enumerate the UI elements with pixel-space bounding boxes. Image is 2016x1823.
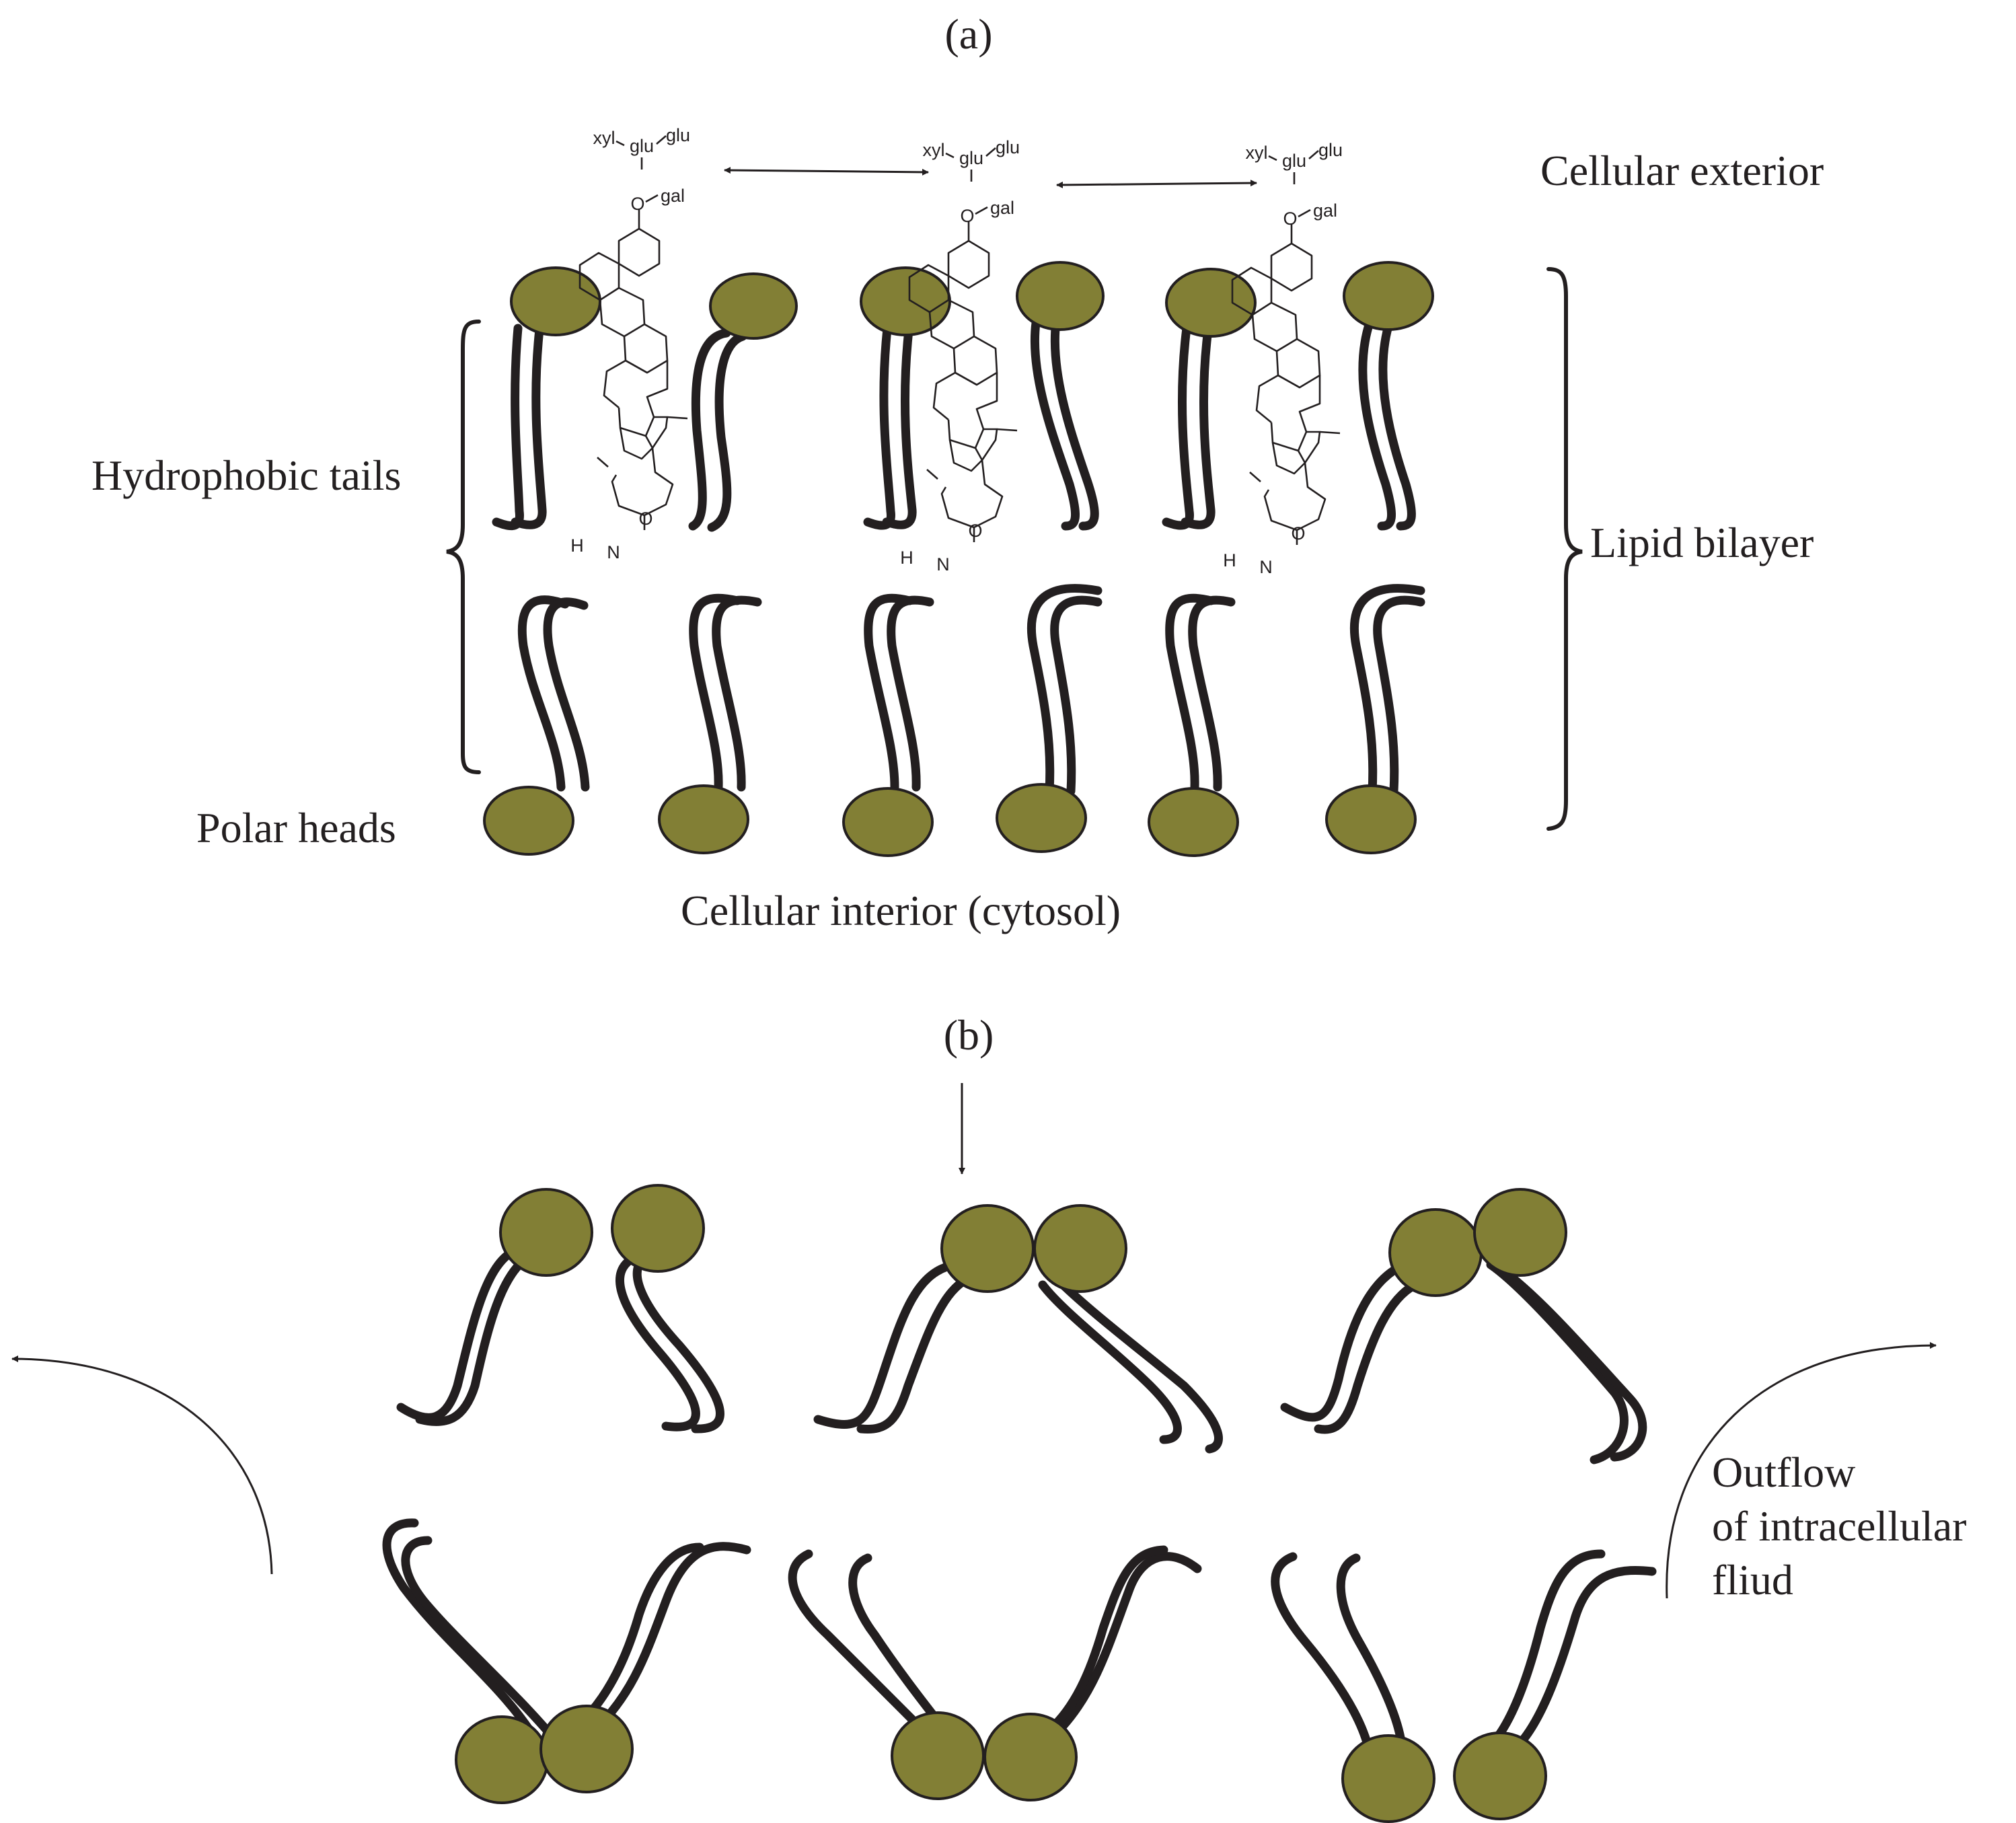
svg-text:xyl: xyl [1246, 143, 1268, 163]
svg-text:O: O [630, 194, 644, 214]
lower-leaflet [483, 584, 1425, 857]
svg-text:xyl: xyl [923, 140, 945, 160]
svg-text:O: O [960, 206, 974, 226]
svg-text:H: H [900, 548, 913, 568]
label-outflow-line3: fliud [1712, 1556, 1793, 1604]
label-lipid-bilayer: Lipid bilayer [1590, 519, 1814, 566]
svg-text:glu: glu [996, 137, 1020, 157]
arrow-outflow-right [1666, 1342, 1937, 1599]
label-hydrophobic-tails: Hydrophobic tails [91, 451, 401, 499]
label-outflow-line1: Outflow [1712, 1448, 1855, 1496]
panel-b: (b) Outflow of intracellular fliud [11, 1011, 1966, 1823]
tails-brace [446, 320, 481, 774]
label-outflow-line2: of intracellular [1712, 1502, 1966, 1550]
arrow-saponin-2-3 [1056, 180, 1257, 188]
svg-text:O: O [968, 521, 982, 541]
saponin-2: xyl glu glu gal O O N H [900, 137, 1020, 574]
svg-text:glu: glu [1318, 140, 1343, 160]
label-cellular-exterior: Cellular exterior [1540, 147, 1824, 194]
svg-text:glu: glu [666, 125, 690, 145]
upper-leaflet [492, 261, 1434, 532]
svg-text:gal: gal [661, 186, 685, 206]
svg-text:glu: glu [630, 136, 654, 156]
saponin-1: xyl glu glu gal O O N H [570, 125, 690, 562]
panel-a: (a) Cellular exterior Cellular interior … [91, 10, 1824, 934]
svg-text:gal: gal [990, 198, 1014, 218]
svg-text:H: H [1223, 550, 1236, 570]
bilayer-brace [1546, 267, 1583, 831]
svg-text:N: N [1259, 557, 1273, 577]
label-polar-heads: Polar heads [196, 804, 396, 852]
svg-text:N: N [936, 554, 950, 574]
svg-text:O: O [1291, 523, 1305, 544]
arrow-saponin-1-2 [724, 167, 929, 176]
saponin-3: xyl glu glu gal O O N H [1223, 140, 1343, 577]
svg-text:glu: glu [1282, 151, 1306, 171]
svg-text:O: O [638, 509, 652, 529]
svg-text:gal: gal [1313, 200, 1337, 221]
label-cellular-interior: Cellular interior (cytosol) [681, 887, 1121, 934]
panel-a-label: (a) [944, 10, 992, 58]
svg-text:N: N [607, 542, 620, 562]
svg-text:glu: glu [959, 148, 983, 168]
disrupted-lower-leaflet [382, 1518, 1657, 1823]
disrupted-upper-leaflet [396, 1184, 1647, 1464]
arrow-outflow-left [11, 1355, 273, 1575]
svg-text:xyl: xyl [593, 128, 615, 148]
panel-b-label: (b) [944, 1011, 994, 1059]
svg-text:O: O [1283, 209, 1297, 229]
svg-text:H: H [570, 535, 584, 556]
